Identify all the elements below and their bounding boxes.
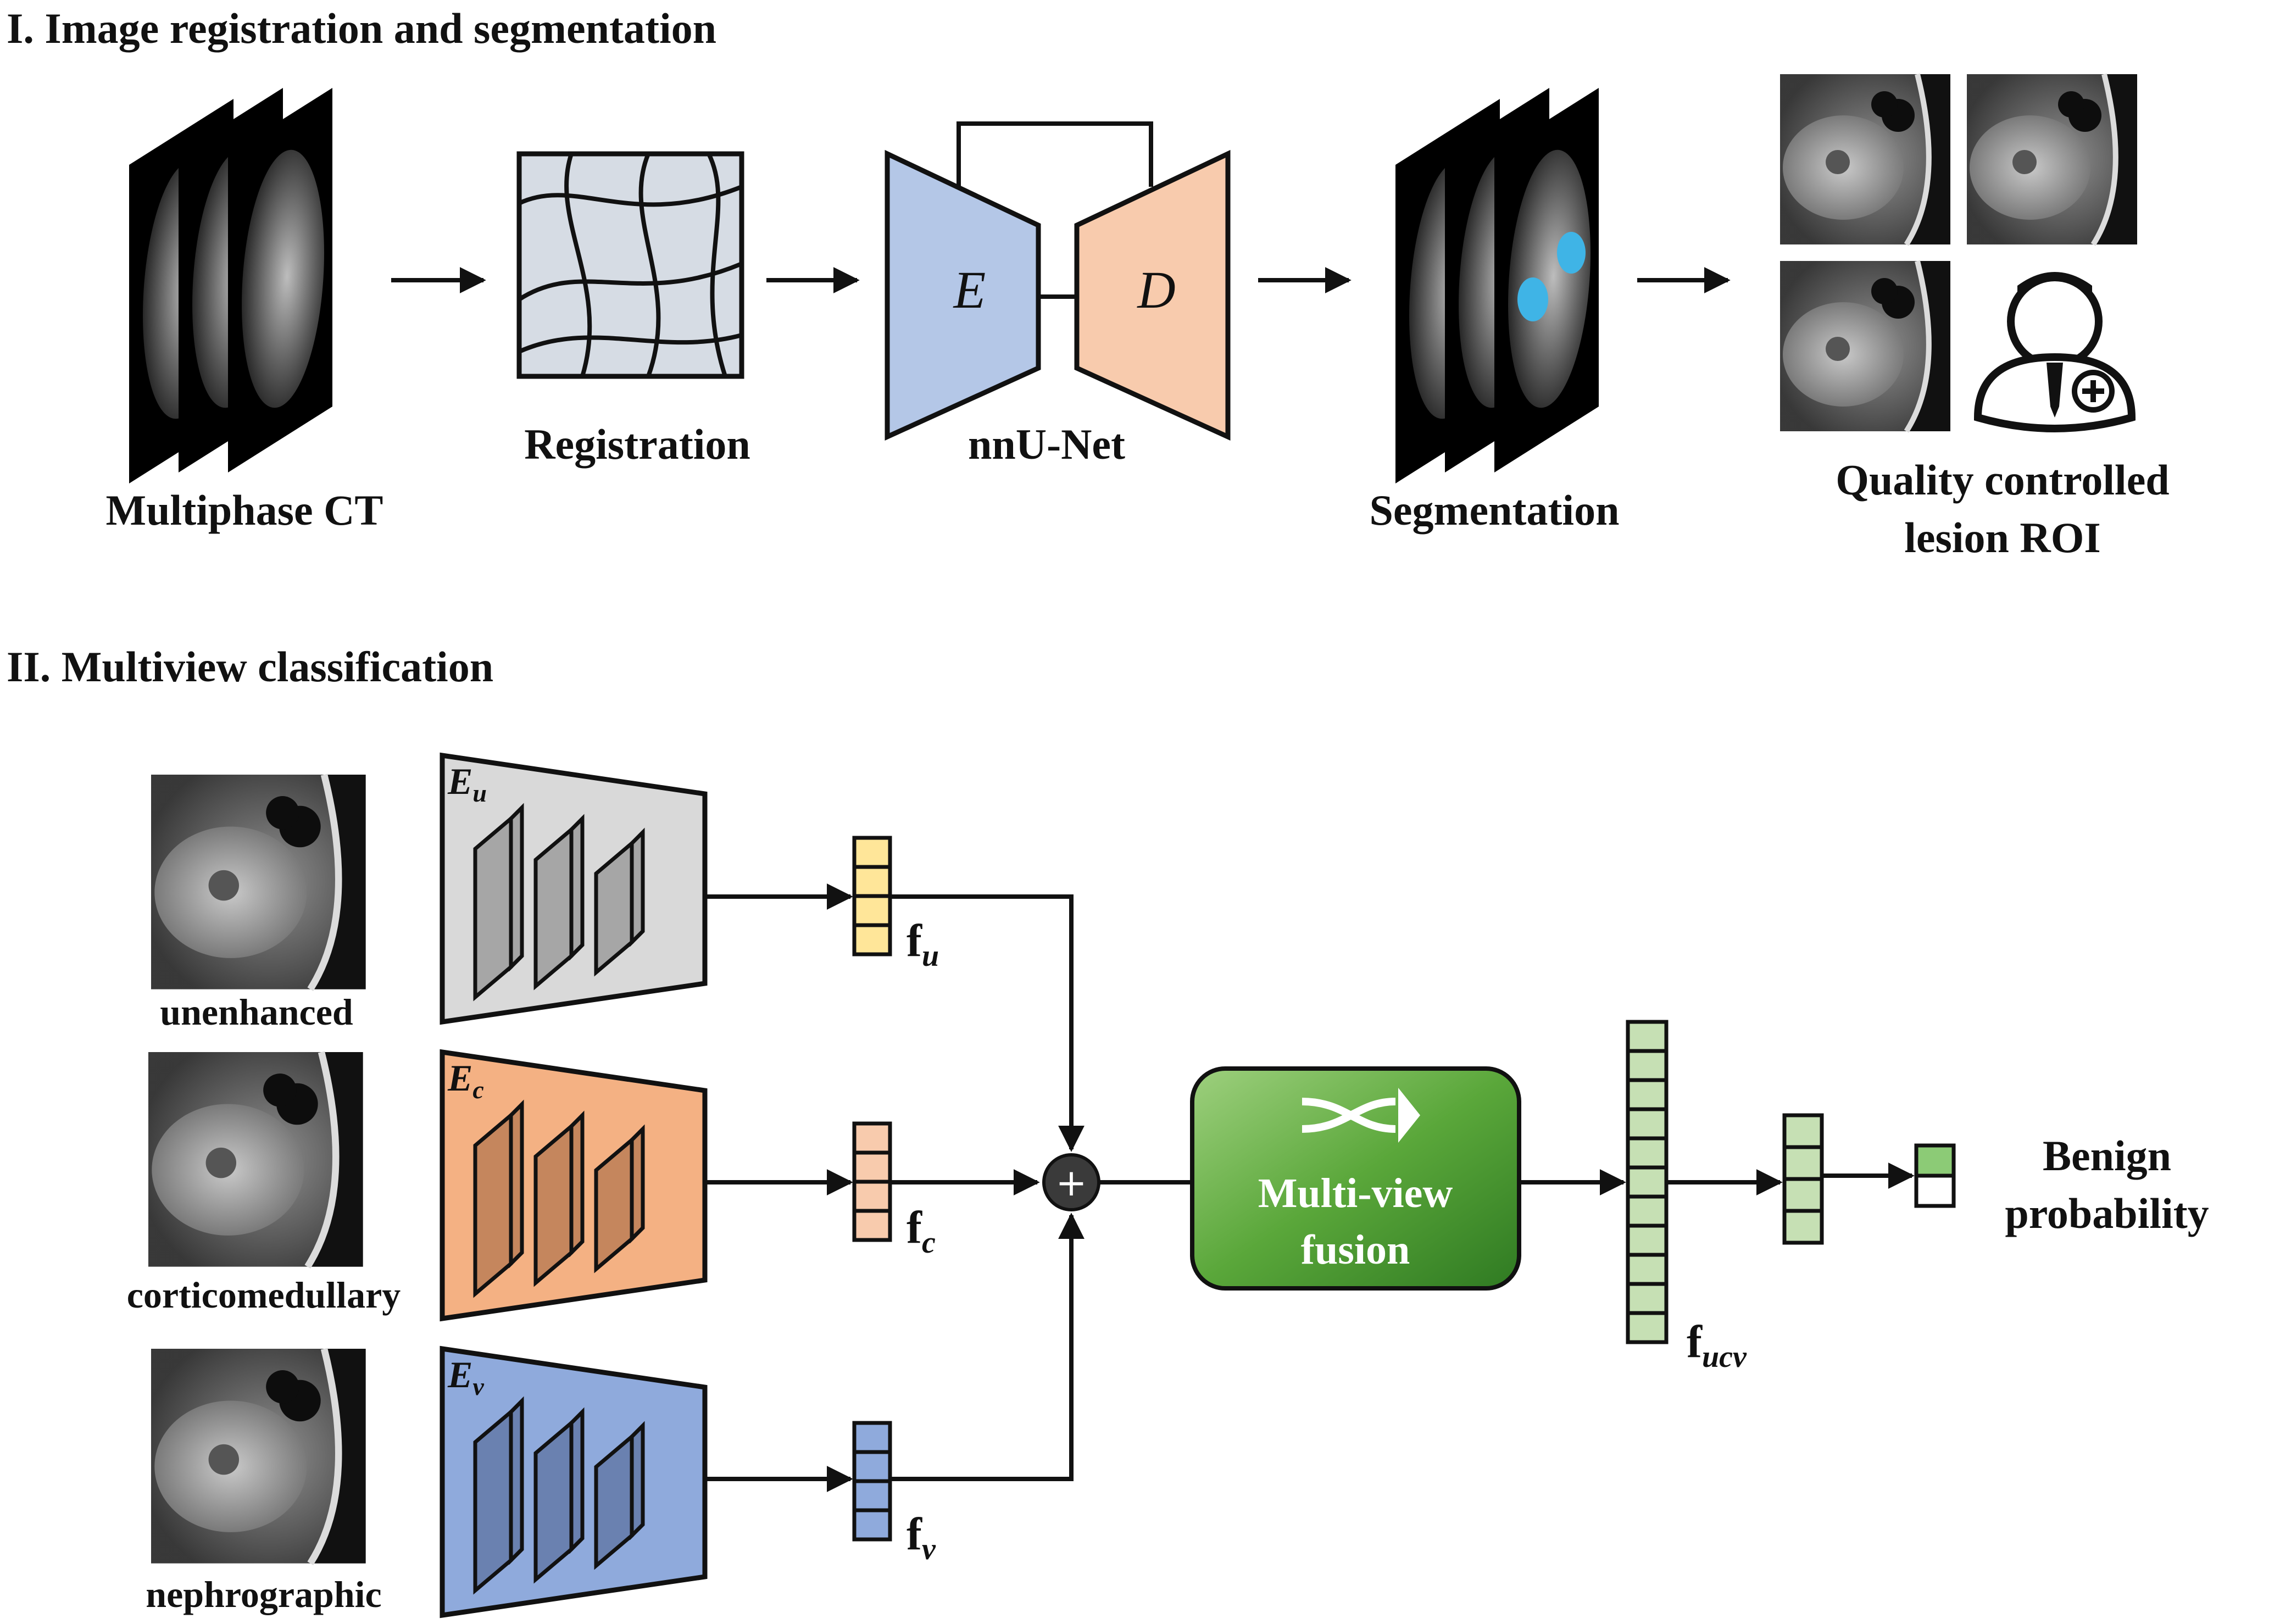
- feature-label-v: fv: [907, 1509, 936, 1566]
- doctor-icon: [1973, 272, 2136, 432]
- encoder-symbol-v: Ev: [447, 1354, 484, 1400]
- quality-label-line2: lesion ROI: [1904, 514, 2101, 561]
- phase-corticomedullary: [148, 1052, 363, 1267]
- decoder-letter: D: [1136, 260, 1175, 319]
- connector: [890, 1213, 1085, 1481]
- registration-grid: [516, 151, 744, 379]
- multiphase-ct-stack: [129, 88, 332, 483]
- output-label-line2: probability: [2005, 1189, 2209, 1237]
- output-probability-vector: [1914, 1143, 1956, 1208]
- feature-label-c: fc: [907, 1202, 936, 1260]
- plus-icon: +: [1056, 1161, 1087, 1205]
- sum-node: +: [1042, 1153, 1100, 1211]
- unet-decoder: [1074, 149, 1231, 441]
- nnunet-label: nnU-Net: [968, 420, 1125, 468]
- output-label-line1: Benign: [2043, 1132, 2171, 1180]
- multiphase-ct-label: Multiphase CT: [106, 486, 383, 534]
- registration-label: Registration: [524, 420, 750, 468]
- segmentation-stack: [1395, 88, 1599, 483]
- phase-label-unenhanced: unenhanced: [160, 991, 353, 1033]
- fused-feature-label: fucv: [1687, 1316, 1747, 1374]
- connector: [890, 894, 1085, 1152]
- phase-unenhanced: [151, 775, 366, 989]
- fusion-label-line2: fusion: [1301, 1227, 1410, 1273]
- feature-label-u: fu: [907, 915, 939, 973]
- encoder-symbol-c: Ec: [447, 1057, 484, 1104]
- phase-nephrographic: [151, 1349, 366, 1564]
- encoder-symbol-u: Eu: [447, 760, 487, 807]
- encoder-corticomedullary: Ec: [440, 1049, 708, 1322]
- phase-label-nephrographic: nephrographic: [146, 1573, 381, 1615]
- section2-heading: II. Multiview classification: [7, 643, 493, 691]
- encoder-letter: E: [953, 260, 986, 319]
- feature-vector-u: [852, 836, 892, 956]
- feature-vector-c: [852, 1121, 892, 1242]
- multiview-fusion-box: Multi-view fusion: [1190, 1066, 1521, 1291]
- fused-feature-vector: [1626, 1020, 1669, 1344]
- encoder-unenhanced: Eu: [440, 752, 708, 1025]
- skip-connection: [957, 121, 1153, 187]
- unet-encoder: [885, 149, 1041, 441]
- hidden-feature-vector: [1782, 1113, 1824, 1245]
- quality-roi-grid: [1780, 74, 2137, 431]
- feature-vector-v: [852, 1421, 892, 1542]
- segmentation-label: Segmentation: [1370, 486, 1620, 534]
- phase-label-corticomedullary: corticomedullary: [127, 1274, 401, 1316]
- section1-heading: I. Image registration and segmentation: [7, 4, 716, 52]
- quality-label-line1: Quality controlled: [1836, 456, 2169, 504]
- fusion-label-line1: Multi-view: [1258, 1170, 1453, 1216]
- encoder-nephrographic: Ev: [440, 1345, 708, 1619]
- nnunet-diagram: E D: [885, 121, 1231, 441]
- shuffle-icon: [1302, 1088, 1420, 1143]
